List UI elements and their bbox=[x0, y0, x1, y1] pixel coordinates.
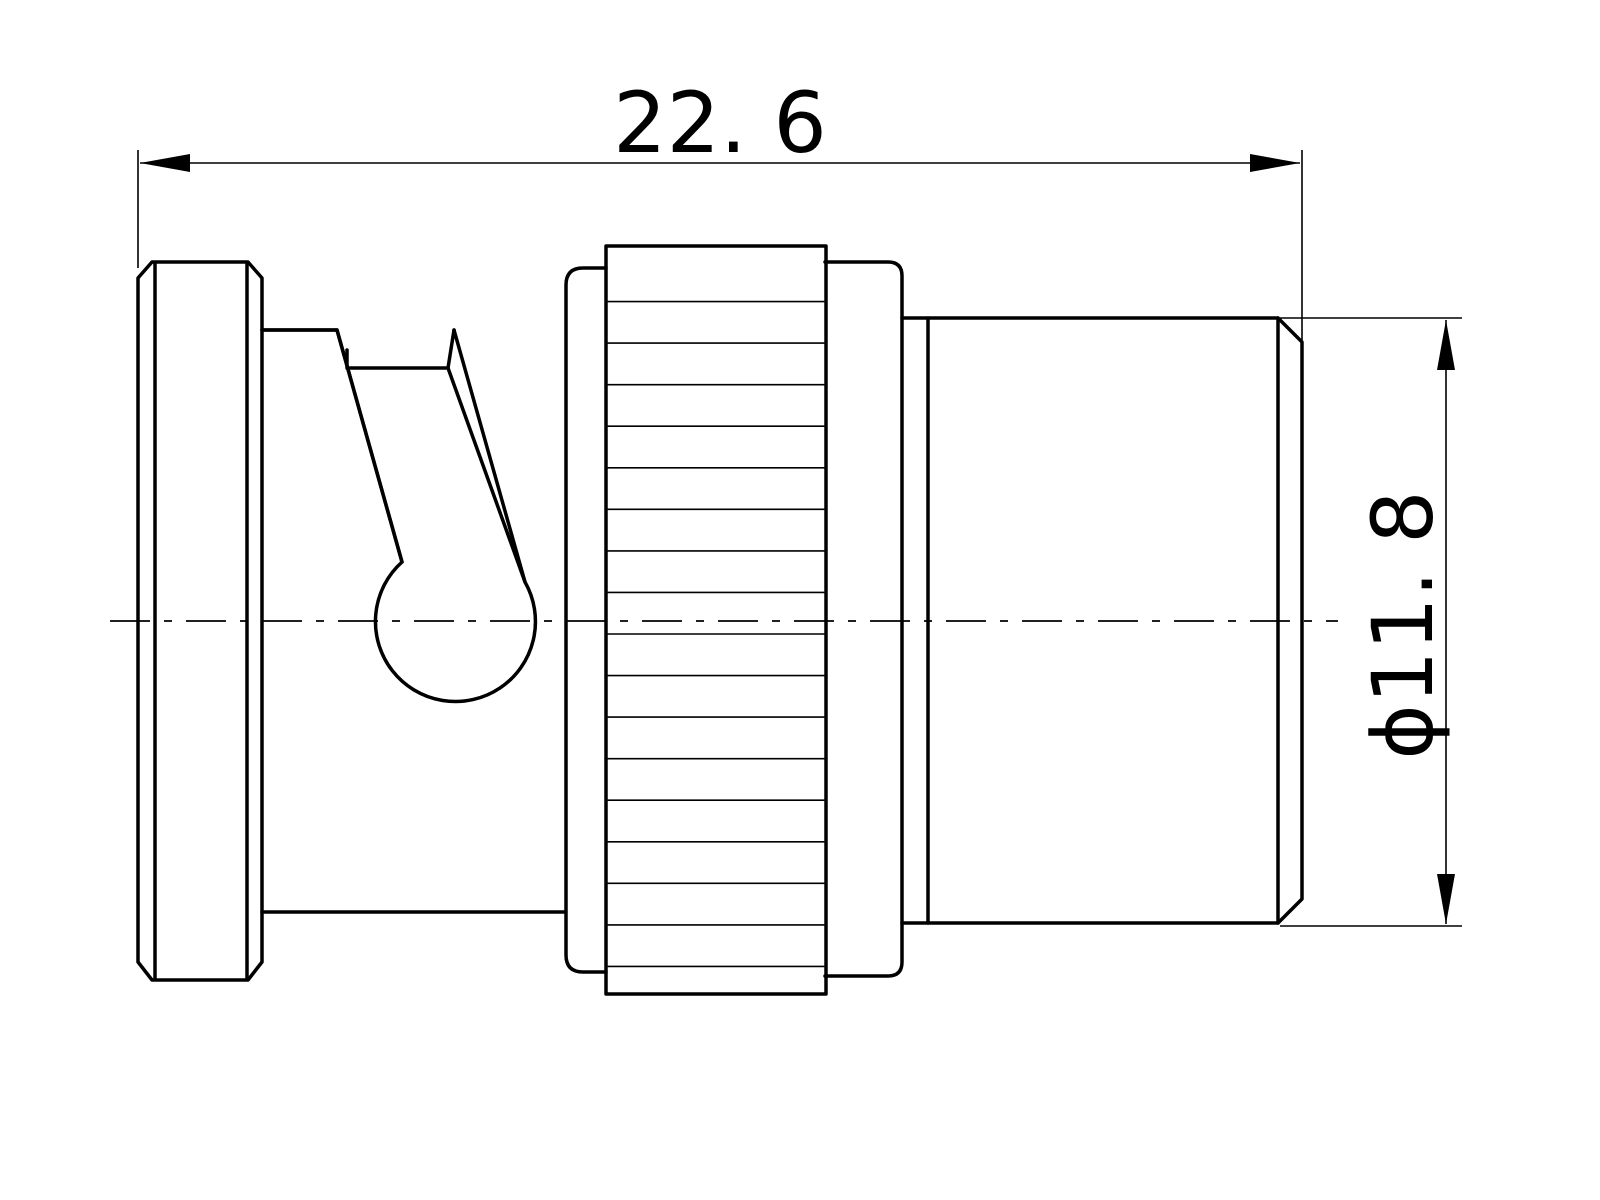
diameter-dimension-label: ϕ11. 8 bbox=[1354, 490, 1452, 759]
rear-body bbox=[900, 316, 1304, 925]
length-arrow-right bbox=[1250, 154, 1300, 172]
slot-bevel-top bbox=[345, 328, 456, 370]
length-dimension: 22. 6 bbox=[137, 74, 1303, 345]
diameter-arrow-top bbox=[1437, 320, 1455, 370]
diameter-arrow-bottom bbox=[1437, 874, 1455, 924]
flange-outline bbox=[136, 260, 264, 982]
front-flange bbox=[136, 260, 264, 982]
sleeve-outline bbox=[260, 328, 404, 564]
knurl-lines bbox=[606, 300, 826, 968]
length-arrow-left bbox=[140, 154, 190, 172]
knurl-outline bbox=[604, 244, 828, 996]
rear-body-outline bbox=[900, 316, 1304, 925]
length-dimension-label: 22. 6 bbox=[613, 74, 827, 172]
diameter-dimension: ϕ11. 8 bbox=[1280, 317, 1462, 927]
coupling-ring bbox=[564, 260, 904, 978]
bayonet-slot bbox=[335, 328, 538, 704]
slot-bevel-edge bbox=[446, 366, 527, 584]
knurled-nut bbox=[604, 244, 828, 996]
bayonet-sleeve bbox=[260, 328, 567, 914]
